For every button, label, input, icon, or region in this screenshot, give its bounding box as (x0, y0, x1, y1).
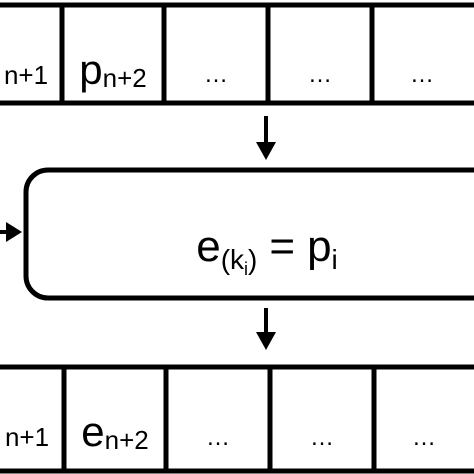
top-cell-1-sub: n+1 (4, 60, 48, 90)
bottom-cell-3 (163, 364, 273, 474)
top-cell-5 (369, 2, 474, 106)
top-cell-row: n+1 pn+2 … … … (0, 2, 474, 106)
arrow-right-left (0, 222, 22, 242)
top-cell-5-label: … (410, 61, 434, 88)
top-cell-3-label: … (204, 61, 228, 88)
top-cell-4 (265, 2, 375, 106)
formula-sub-index: i (244, 259, 248, 279)
top-cell-2 (59, 2, 167, 106)
top-cell-2-sub: n+2 (103, 63, 147, 93)
process-box: e(ki)=pi (23, 167, 474, 301)
bottom-cell-4-label: … (310, 424, 334, 451)
formula-e: e (196, 222, 220, 271)
top-cell-1-label: n+1 (4, 60, 48, 90)
top-cell-4-label: … (308, 61, 332, 88)
top-cell-2-label: pn+2 (79, 46, 146, 93)
formula-sub-open: (k (221, 244, 245, 275)
bottom-cell-5 (371, 364, 474, 474)
arrow-down-top (256, 116, 276, 160)
bottom-cell-1-label: n+1 (5, 422, 49, 452)
formula-p: p (307, 222, 331, 271)
bottom-cell-4 (267, 364, 377, 474)
bottom-cell-row: n+1 en+2 … … … (0, 364, 474, 474)
bottom-cell-2-label: en+2 (81, 408, 148, 455)
bottom-cell-3-label: … (206, 424, 230, 451)
arrow-down-bottom (256, 308, 276, 350)
bottom-cell-2-sub: n+2 (105, 425, 149, 455)
formula-sub-close: ) (248, 244, 257, 275)
formula-equals: = (269, 222, 295, 271)
process-formula: e(ki)=pi (196, 222, 338, 279)
bottom-cell-1-sub: n+1 (5, 422, 49, 452)
bottom-cell-5-label: … (412, 424, 436, 451)
top-cell-3 (161, 2, 271, 106)
formula-p-sub: i (332, 244, 338, 275)
top-cell-2-base: p (79, 46, 102, 93)
bottom-cell-2 (61, 364, 169, 474)
bottom-cell-2-base: e (81, 408, 104, 455)
bottom-cell-1 (0, 364, 67, 474)
